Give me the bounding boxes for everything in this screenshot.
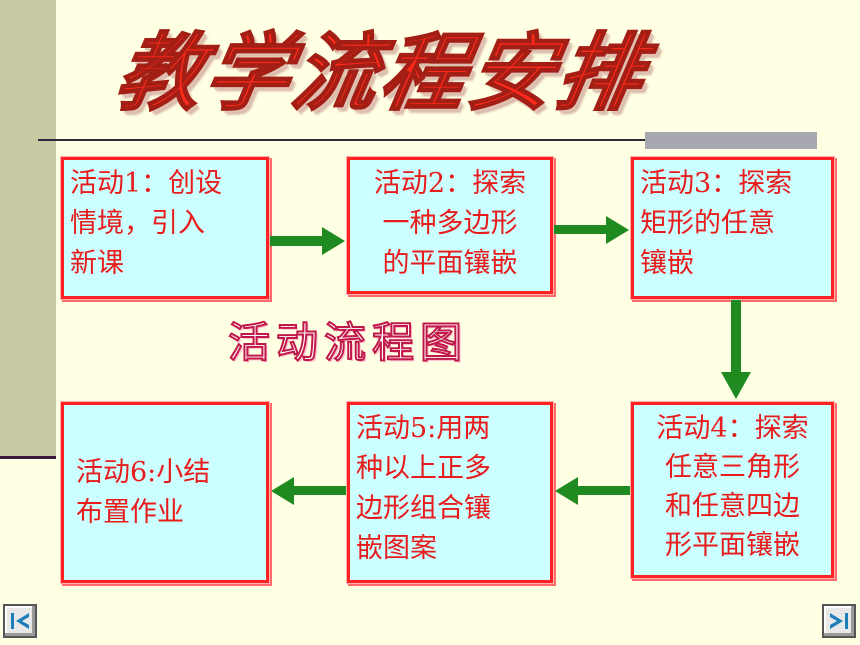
activity-2-line-3: 的平面镶嵌	[382, 248, 518, 279]
activity-1-line-2: 情境，引入	[70, 208, 205, 239]
activity-6-box: 活动6:小结 布置作业	[61, 402, 269, 583]
activity-5-box: 活动5:用两 种以上正多 边形组合镶 嵌图案	[347, 402, 553, 583]
arrow-right-icon	[270, 227, 345, 255]
title-divider	[38, 139, 648, 141]
activity-2-line-2: 一种多边形	[382, 208, 518, 239]
activity-4-box: 活动4：探索 任意三角形 和任意四边 形平面镶嵌	[631, 402, 834, 578]
back-arrow-icon	[11, 613, 29, 629]
activity-3-line-3: 镶嵌	[640, 248, 694, 279]
activity-3-line-1: 活动3：探索	[640, 168, 793, 199]
activity-4-line-4: 形平面镶嵌	[665, 530, 800, 561]
flowchart-label: 活动流程图	[227, 317, 469, 368]
left-decor-band	[0, 0, 56, 458]
activity-6-line-2: 布置作业	[76, 497, 184, 528]
activity-3-box: 活动3：探索 矩形的任意 镶嵌	[631, 157, 834, 299]
activity-1-line-1: 活动1：创设	[70, 168, 223, 199]
activity-5-line-2: 种以上正多	[356, 453, 491, 484]
activity-1-box: 活动1：创设 情境，引入 新课	[61, 157, 269, 299]
forward-arrow-icon	[830, 613, 848, 629]
arrow-down-icon	[721, 300, 751, 399]
activity-3-line-2: 矩形的任意	[640, 208, 775, 239]
activity-2-box: 活动2：探索 一种多边形 的平面镶嵌	[347, 157, 553, 294]
arrow-left-icon	[271, 477, 346, 505]
activity-4-line-3: 和任意四边	[665, 491, 800, 522]
left-decor-line	[0, 456, 56, 459]
arrow-right-icon	[554, 216, 629, 244]
activity-2-line-1: 活动2：探索	[373, 168, 527, 199]
activity-5-line-4: 嵌图案	[356, 533, 437, 564]
activity-4-line-1: 活动4：探索	[656, 413, 809, 444]
slide-title: 教学流程安排	[108, 23, 655, 123]
activity-6-line-1: 活动6:小结	[76, 457, 211, 488]
activity-4-line-2: 任意三角形	[665, 452, 800, 483]
activity-5-line-1: 活动5:用两	[356, 413, 491, 444]
decor-gray-bar	[645, 132, 817, 149]
back-button[interactable]	[3, 604, 37, 638]
forward-button[interactable]	[822, 604, 856, 638]
activity-1-line-3: 新课	[70, 248, 124, 279]
activity-5-line-3: 边形组合镶	[356, 493, 491, 524]
arrow-left-icon	[555, 477, 630, 505]
